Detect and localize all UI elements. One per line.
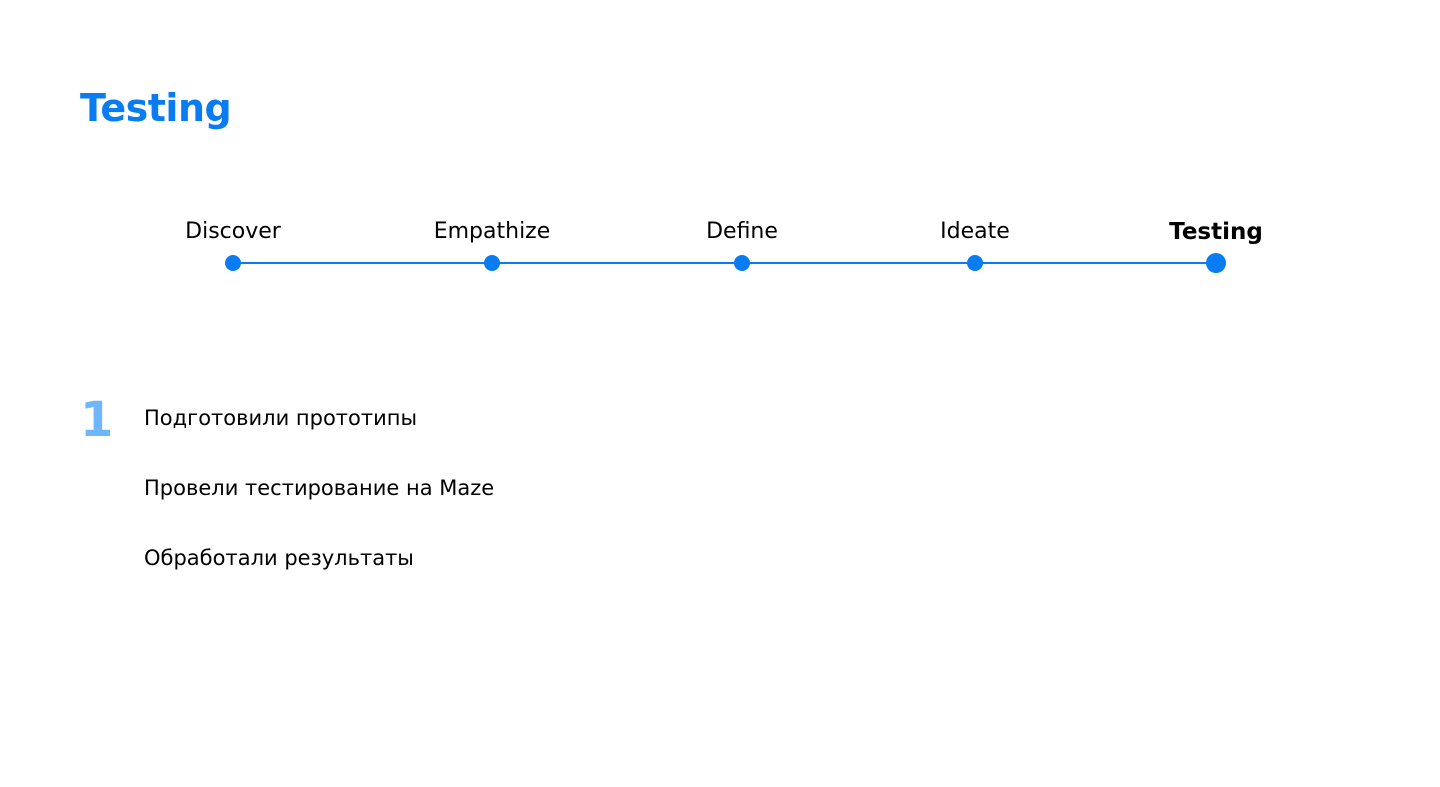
timeline-dot-active: [1206, 253, 1226, 273]
section-number: 1: [80, 392, 114, 448]
timeline-step-label: Ideate: [940, 219, 1010, 244]
task-item: Провели тестирование на Maze: [144, 476, 495, 500]
task-item: Обработали результаты: [144, 546, 414, 570]
process-timeline: Discover Empathize Define Ideate Testing: [0, 0, 1440, 300]
timeline-step-label: Empathize: [433, 219, 551, 244]
timeline-step-label-active: Testing: [1169, 219, 1263, 245]
timeline-dot: [484, 255, 500, 271]
timeline-step-label: Define: [706, 219, 778, 244]
timeline-line: [233, 262, 1216, 264]
timeline-dot: [225, 255, 241, 271]
timeline-step-label: Discover: [185, 219, 281, 244]
timeline-dot: [734, 255, 750, 271]
timeline-dot: [967, 255, 983, 271]
page-title: Testing: [80, 86, 232, 130]
task-list: Подготовили прототипы Провели тестирован…: [144, 403, 494, 613]
task-item: Подготовили прототипы: [144, 406, 418, 430]
